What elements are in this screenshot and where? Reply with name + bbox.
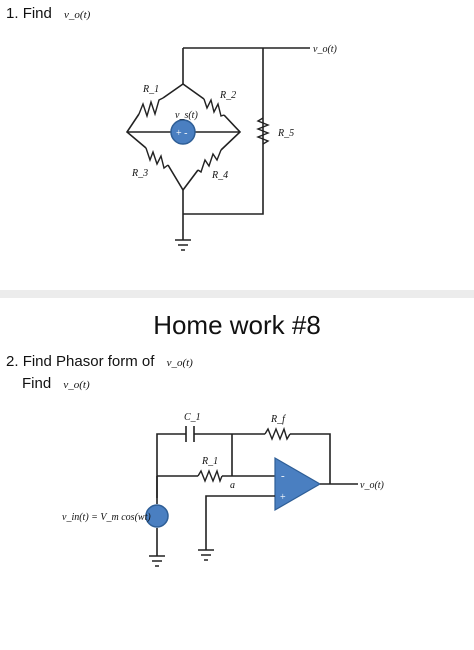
resistor-rf [264,426,291,441]
question-1-text: Find [22,5,52,22]
opamp-icon [274,456,322,512]
question-2-var: v_o(t) [166,357,193,369]
source-sign: + - [176,128,187,139]
page-2: Home work #8 2. Find Phasor form of v_o(… [0,298,474,650]
bridge-circuit-diagram: + - v_o(t) v_s(t) R_1 R_2 R_3 R_4 R_5 [125,44,338,251]
page-2-title: Home work #8 [153,310,321,340]
capacitor-c1 [185,426,195,442]
r1-opamp-label: R_1 [201,456,218,467]
opamp-circuit-diagram: - + C_1 R_f R_1 a v_o(t) v_in(t) = V_m c… [62,412,385,567]
page-1: 1. Find v_o(t) + - v_o(t) v_s(t) R_1 R_2… [0,0,474,290]
resistor-r3 [145,147,169,170]
opamp-minus: - [281,470,285,482]
question-2-text: Find Phasor form of [22,353,155,370]
voltage-source-icon [170,119,196,145]
ac-source-icon [145,504,169,528]
resistor-r1-opamp [197,468,223,484]
resistor-r1 [138,97,164,119]
opamp-plus: + [280,492,286,503]
question-1-number: 1. [6,5,19,22]
r5-label: R_5 [277,128,294,139]
ground-icon-right [198,549,214,561]
question-2-line2-text: Find [22,375,52,392]
source-equation: v_in(t) = V_m cos(wt) [62,512,151,523]
bridge-wires [182,47,310,240]
question-2-line2-var: v_o(t) [63,379,90,391]
r1-label: R_1 [142,84,159,95]
question-1-var: v_o(t) [64,9,91,21]
node-a-label: a [230,480,235,491]
ground-icon-left [149,555,165,567]
question-2-number: 2. [6,353,19,370]
c1-label: C_1 [184,412,201,423]
rf-label: R_f [270,414,286,425]
ground-icon [175,239,191,251]
question-2-line2: Find v_o(t) [22,375,90,392]
feedback-wires [156,433,331,498]
resistor-r2 [203,97,225,117]
resistor-r4 [197,149,222,174]
r2-label: R_2 [219,90,236,101]
question-2: 2. Find Phasor form of v_o(t) [6,353,193,370]
opamp-output-label: v_o(t) [360,480,385,491]
r3-label: R_3 [131,168,148,179]
source-label: v_s(t) [175,110,198,121]
r4-label: R_4 [211,170,228,181]
output-label: v_o(t) [313,44,338,55]
question-1: 1. Find v_o(t) [6,5,90,22]
resistor-r5 [256,117,270,145]
plus-input-wire [205,495,275,550]
